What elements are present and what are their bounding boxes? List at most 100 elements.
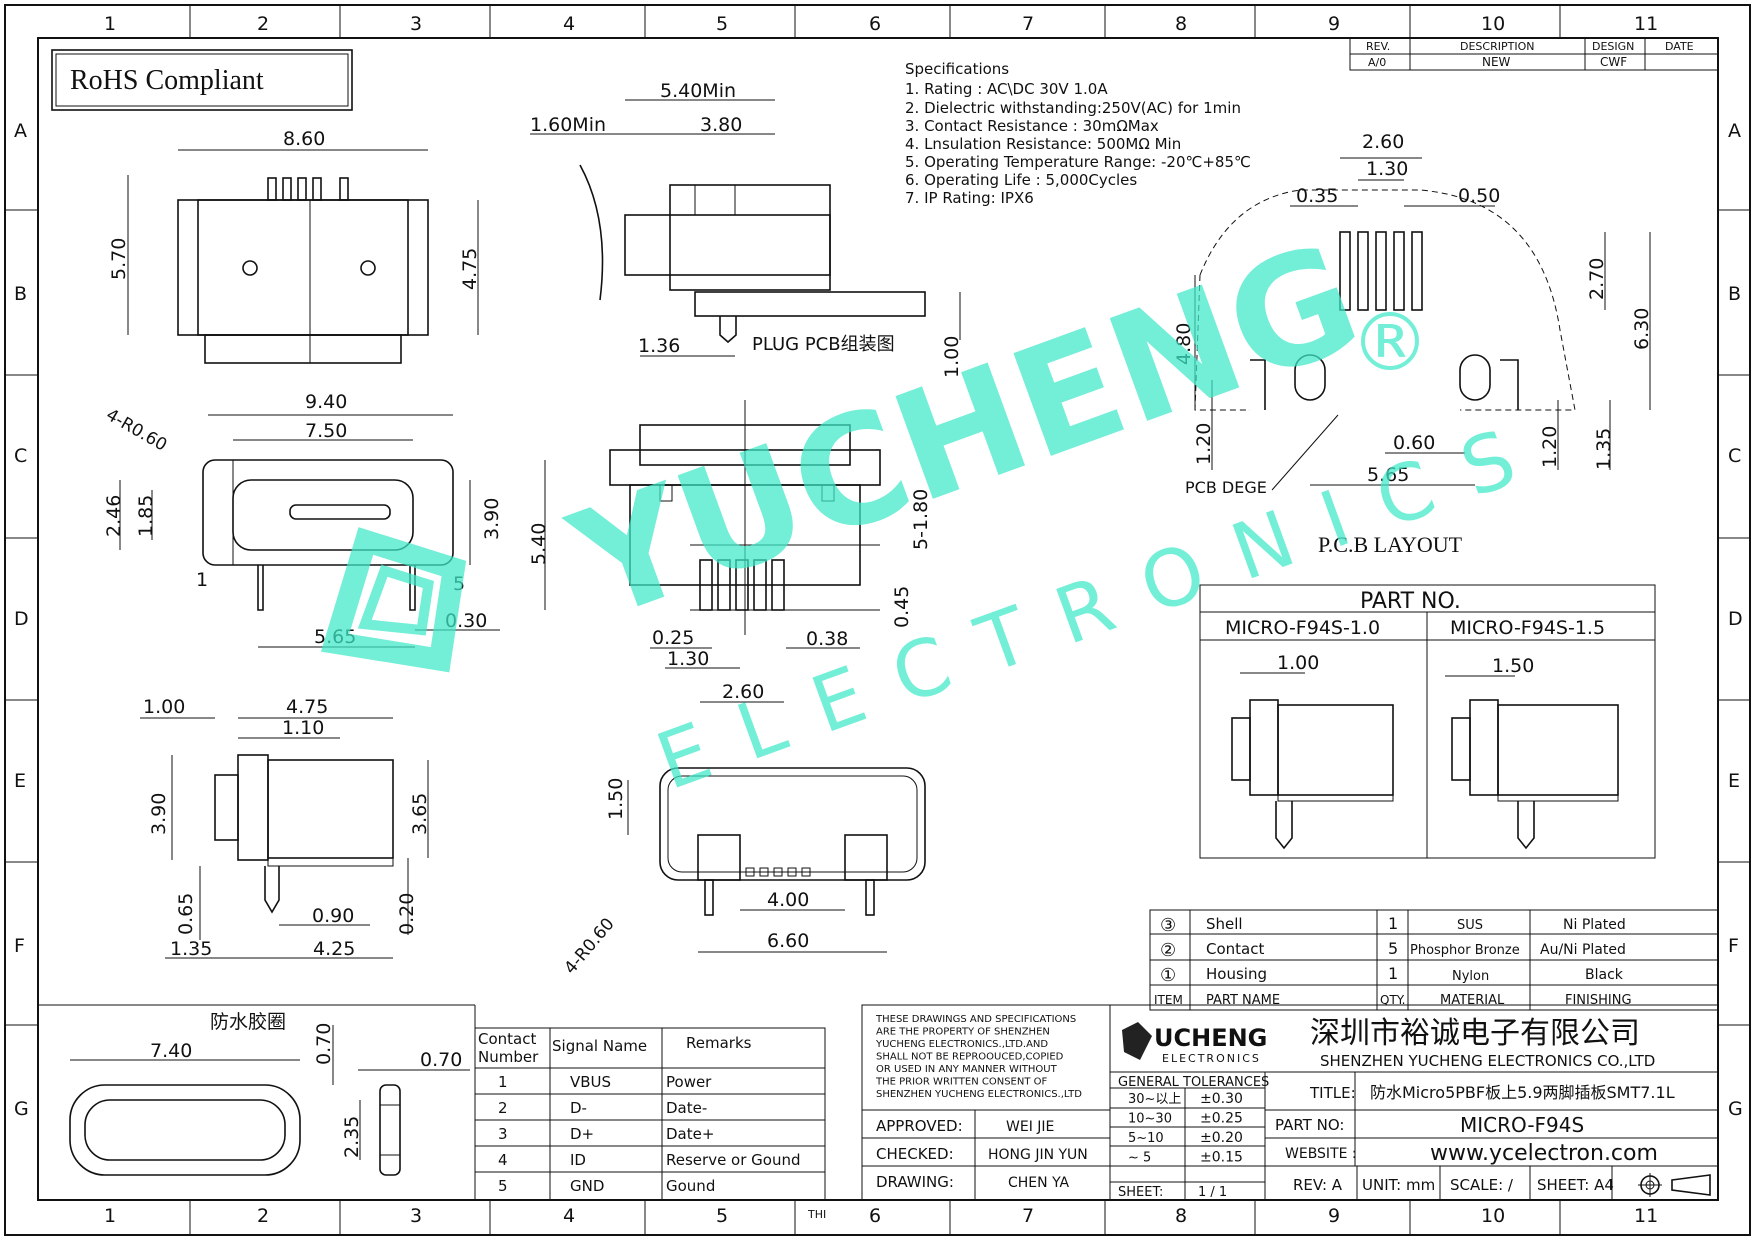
spec-title: Specifications xyxy=(905,60,1009,78)
svg-text:ITEM: ITEM xyxy=(1154,993,1183,1007)
svg-text:0.25: 0.25 xyxy=(652,627,694,649)
svg-text:0.65: 0.65 xyxy=(175,893,197,935)
svg-text:3.65: 3.65 xyxy=(409,793,431,835)
row-label: B xyxy=(1728,283,1741,305)
svg-text:4.75: 4.75 xyxy=(286,696,328,718)
svg-text:Phosphor Bronze: Phosphor Bronze xyxy=(1410,943,1520,958)
spec-item: 2. Dielectric withstanding:250V(AC) for … xyxy=(905,99,1241,117)
column-label: 11 xyxy=(1634,13,1658,35)
svg-text:9.40: 9.40 xyxy=(305,391,347,413)
svg-text:MICRO-F94S: MICRO-F94S xyxy=(1460,1113,1584,1137)
rohs-text: RoHS Compliant xyxy=(70,65,264,96)
svg-text:1.10: 1.10 xyxy=(282,717,324,739)
svg-text:1.36: 1.36 xyxy=(638,335,680,357)
svg-text:A/0: A/0 xyxy=(1368,56,1386,69)
svg-text:1.85: 1.85 xyxy=(135,495,157,537)
svg-text:5.70: 5.70 xyxy=(108,238,130,280)
notice-line: THESE DRAWINGS AND SPECIFICATIONS xyxy=(875,1014,1076,1025)
svg-text:3.80: 3.80 xyxy=(700,114,742,136)
tolerance-value: ±0.25 xyxy=(1200,1111,1243,1127)
column-label: 7 xyxy=(1022,1205,1034,1227)
svg-text:REV: A: REV: A xyxy=(1293,1176,1343,1194)
svg-text:1.00: 1.00 xyxy=(143,696,185,718)
bottom-view: 1.50 4.00 6.60 4-R0.60 xyxy=(561,767,926,978)
tolerance-range: 10~30 xyxy=(1128,1112,1172,1127)
column-label: 4 xyxy=(563,1205,575,1227)
svg-text:4.75: 4.75 xyxy=(459,248,481,290)
notice-line: SHALL NOT BE REPROOUCED,COPIED xyxy=(876,1052,1064,1063)
tolerance-value: ±0.30 xyxy=(1200,1091,1243,1107)
svg-text:Remarks: Remarks xyxy=(686,1034,752,1052)
thi-label: THI xyxy=(807,1208,826,1221)
pcb-layout-title: P.C.B LAYOUT xyxy=(1318,532,1463,557)
svg-text:4-R0.60: 4-R0.60 xyxy=(561,914,619,978)
svg-text:NEW: NEW xyxy=(1482,55,1511,69)
svg-text:ELECTRONICS: ELECTRONICS xyxy=(1162,1052,1261,1065)
notice-line: THE PRIOR WRITTEN CONSENT OF xyxy=(875,1077,1047,1088)
svg-text:6.30: 6.30 xyxy=(1631,308,1653,350)
svg-text:DESCRIPTION: DESCRIPTION xyxy=(1460,40,1534,53)
column-label: 8 xyxy=(1175,1205,1187,1227)
row-label: G xyxy=(14,1098,29,1120)
notice-line: YUCHENG ELECTRONICS.,LTD.AND xyxy=(875,1039,1048,1050)
svg-text:1.00: 1.00 xyxy=(941,336,963,378)
spec-item: 7. IP Rating: IPX6 xyxy=(905,189,1034,207)
svg-text:2.60: 2.60 xyxy=(722,681,764,703)
svg-text:0.70: 0.70 xyxy=(420,1049,462,1071)
svg-text:APPROVED:: APPROVED: xyxy=(876,1117,963,1135)
svg-text:防水Micro5PBF板上5.9两脚插板SMT7.1L: 防水Micro5PBF板上5.9两脚插板SMT7.1L xyxy=(1370,1083,1675,1102)
pin-signal: D+ xyxy=(570,1125,594,1143)
svg-text:1: 1 xyxy=(1388,964,1398,983)
svg-text:0.38: 0.38 xyxy=(806,628,848,650)
tolerance-value: ±0.15 xyxy=(1200,1150,1243,1166)
svg-text:①: ① xyxy=(1160,965,1176,986)
pin-number: 4 xyxy=(498,1151,508,1169)
bom-table: ③ Shell 1 SUS Ni Plated ② Contact 5 Phos… xyxy=(1149,909,1719,1011)
svg-text:SHEET:: SHEET: xyxy=(1118,1185,1163,1200)
spec-item: 4. Lnsulation Resistance: 500MΩ Min xyxy=(905,135,1181,153)
row-label: C xyxy=(1728,445,1741,467)
plug-pcb-label: PLUG PCB组装图 xyxy=(752,334,895,355)
svg-text:2.35: 2.35 xyxy=(341,1116,363,1158)
svg-text:7.40: 7.40 xyxy=(150,1040,192,1062)
pin-signal: D- xyxy=(570,1099,587,1117)
svg-text:SCALE: /: SCALE: / xyxy=(1450,1176,1514,1194)
svg-text:UNIT: mm: UNIT: mm xyxy=(1362,1176,1435,1194)
row-label: E xyxy=(1728,770,1740,792)
row-label: F xyxy=(1728,935,1739,957)
column-label: 11 xyxy=(1634,1205,1658,1227)
column-label: 2 xyxy=(257,13,269,35)
svg-text:1.50: 1.50 xyxy=(605,778,627,820)
svg-text:TITLE:: TITLE: xyxy=(1309,1084,1356,1102)
column-label: 5 xyxy=(716,13,728,35)
pin-number: 1 xyxy=(498,1073,508,1091)
pin-signal: ID xyxy=(570,1151,586,1169)
column-label: 5 xyxy=(716,1205,728,1227)
column-label: 1 xyxy=(104,13,116,35)
svg-text:1.00: 1.00 xyxy=(1277,652,1319,674)
tolerance-range: 5~10 xyxy=(1128,1131,1164,1146)
notice-line: SHENZHEN YUCHENG ELECTRONICS.,LTD xyxy=(876,1089,1082,1100)
svg-text:2.70: 2.70 xyxy=(1586,258,1608,300)
row-label: E xyxy=(14,770,26,792)
svg-text:CWF: CWF xyxy=(1600,55,1627,69)
pin-remark: Power xyxy=(666,1073,712,1091)
column-label: 10 xyxy=(1481,13,1505,35)
column-label: 3 xyxy=(410,1205,422,1227)
row-label: A xyxy=(1728,120,1741,142)
column-label: 10 xyxy=(1481,1205,1505,1227)
svg-text:1 / 1: 1 / 1 xyxy=(1198,1185,1227,1200)
svg-text:1.30: 1.30 xyxy=(667,648,709,670)
row-label: C xyxy=(14,445,27,467)
svg-text:MATERIAL: MATERIAL xyxy=(1440,993,1505,1008)
svg-text:0.70: 0.70 xyxy=(313,1023,335,1065)
svg-text:4.25: 4.25 xyxy=(313,938,355,960)
svg-text:0.35: 0.35 xyxy=(1296,185,1338,207)
tolerance-range: ~ 5 xyxy=(1128,1151,1151,1166)
svg-text:WEBSITE :: WEBSITE : xyxy=(1285,1146,1357,1162)
svg-text:4.80: 4.80 xyxy=(1173,323,1195,365)
row-label: G xyxy=(1728,1098,1743,1120)
